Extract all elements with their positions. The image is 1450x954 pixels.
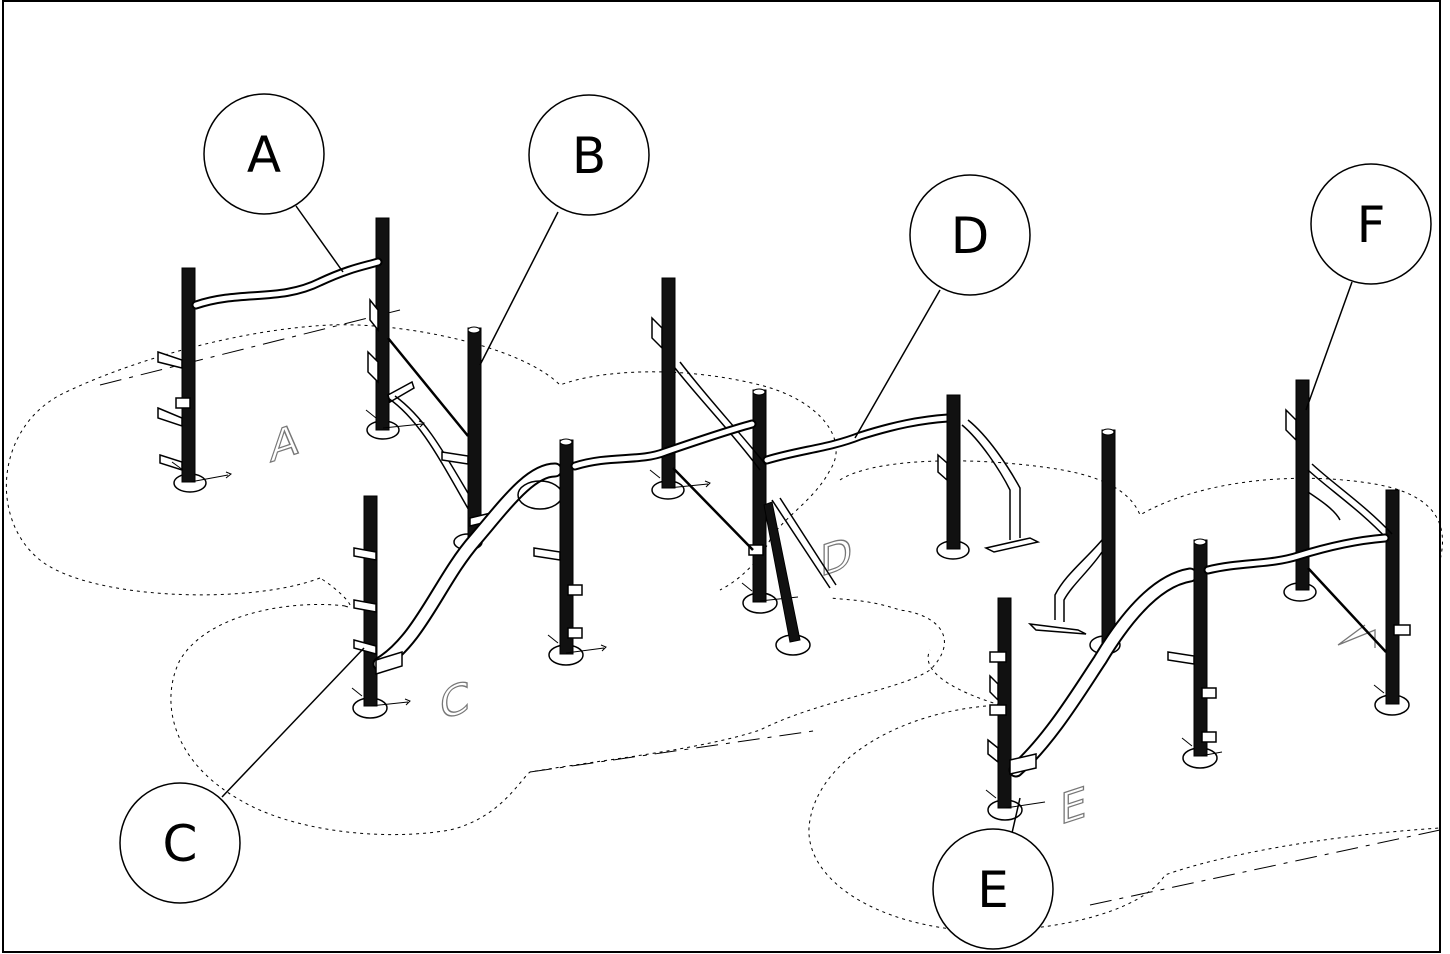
callout-label-d: D: [951, 207, 990, 265]
climb-block: [1201, 687, 1217, 699]
climb-branch: [353, 547, 377, 561]
use-zone-left: [5, 324, 837, 596]
climb-branch: [441, 451, 469, 465]
rope-ab: [387, 337, 469, 437]
post: [997, 597, 1012, 809]
leader-d: [854, 289, 941, 439]
callout-bubble-b: B: [528, 94, 650, 216]
callout-leaders: [221, 205, 1353, 834]
rope-f: [1307, 567, 1387, 653]
callout-label-b: B: [572, 127, 606, 185]
equipment-group-d: [533, 277, 1041, 666]
callout-label-c: C: [163, 815, 198, 873]
climb-branch: [157, 406, 183, 428]
post: [946, 394, 961, 550]
climb-branch: [353, 639, 377, 655]
callout-label-a: A: [247, 126, 281, 184]
leader-a: [295, 205, 344, 273]
zone-label-d: D: [820, 528, 852, 587]
leader-c: [221, 647, 365, 798]
callout-bubble-e: E: [932, 828, 1054, 950]
climb-branch: [937, 453, 948, 482]
climb-branch: [651, 316, 663, 350]
rope-d: [672, 467, 754, 551]
climb-block: [567, 584, 583, 596]
use-zone-right: [808, 460, 1443, 932]
leader-b: [479, 211, 559, 366]
post: [1385, 489, 1400, 705]
climb-block: [989, 704, 1007, 716]
climb-block: [1201, 731, 1217, 743]
zone-label-e: E: [1060, 778, 1087, 835]
log-ab: [387, 397, 471, 513]
zone-label-a: A: [270, 415, 299, 473]
equipment-group-e-f: [985, 379, 1411, 821]
leaning-post: [763, 501, 801, 643]
post: [1295, 379, 1310, 591]
slide-d: [961, 424, 1011, 540]
slide-e-exit-long: [1009, 753, 1037, 775]
climb-branch: [159, 453, 183, 472]
slide-e-exit: [1027, 622, 1087, 635]
equipment-group-a: [157, 217, 479, 513]
equipment-group-c: [351, 462, 563, 719]
use-zone-outlines: [5, 324, 1443, 932]
zone-label-f-partial: [1337, 624, 1376, 648]
climb-block: [567, 627, 583, 639]
climb-block: [175, 397, 191, 409]
slide-c-exit: [375, 650, 403, 676]
post: [467, 327, 482, 541]
post: [181, 267, 196, 483]
slide-e-small: [1054, 539, 1103, 620]
climb-block: [748, 544, 764, 556]
climb-branch: [987, 738, 999, 764]
centerline-lower: [529, 729, 821, 773]
zone-letter-labels: A C D E: [269, 414, 1376, 836]
climb-branch: [533, 547, 561, 561]
climb-branch: [369, 297, 379, 333]
slide-d-exit: [983, 537, 1041, 553]
leader-f: [1305, 281, 1353, 411]
post: [363, 495, 378, 707]
leader-e: [1011, 797, 1021, 834]
post: [1101, 429, 1116, 645]
climb-branch: [989, 674, 999, 702]
callout-bubble-d: D: [909, 174, 1031, 296]
climb-branch: [1167, 651, 1195, 665]
layout-centerlines: [99, 309, 1441, 906]
climb-branch: [367, 350, 379, 384]
climb-branch: [157, 350, 183, 369]
climb-block: [1393, 624, 1411, 636]
callout-label-e: E: [977, 861, 1009, 919]
zone-label-c: C: [440, 672, 469, 730]
climb-branch: [353, 599, 377, 613]
callout-bubble-f: F: [1310, 163, 1432, 285]
post: [559, 439, 574, 655]
use-zone-middle: [170, 577, 945, 836]
centerline-right: [1089, 829, 1441, 906]
climb-block: [989, 651, 1007, 663]
climb-branch: [1285, 408, 1297, 442]
callout-bubble-a: A: [203, 93, 325, 215]
centerline-upper: [99, 309, 401, 386]
callout-label-f: F: [1357, 196, 1386, 254]
callout-bubble-c: C: [119, 782, 241, 904]
